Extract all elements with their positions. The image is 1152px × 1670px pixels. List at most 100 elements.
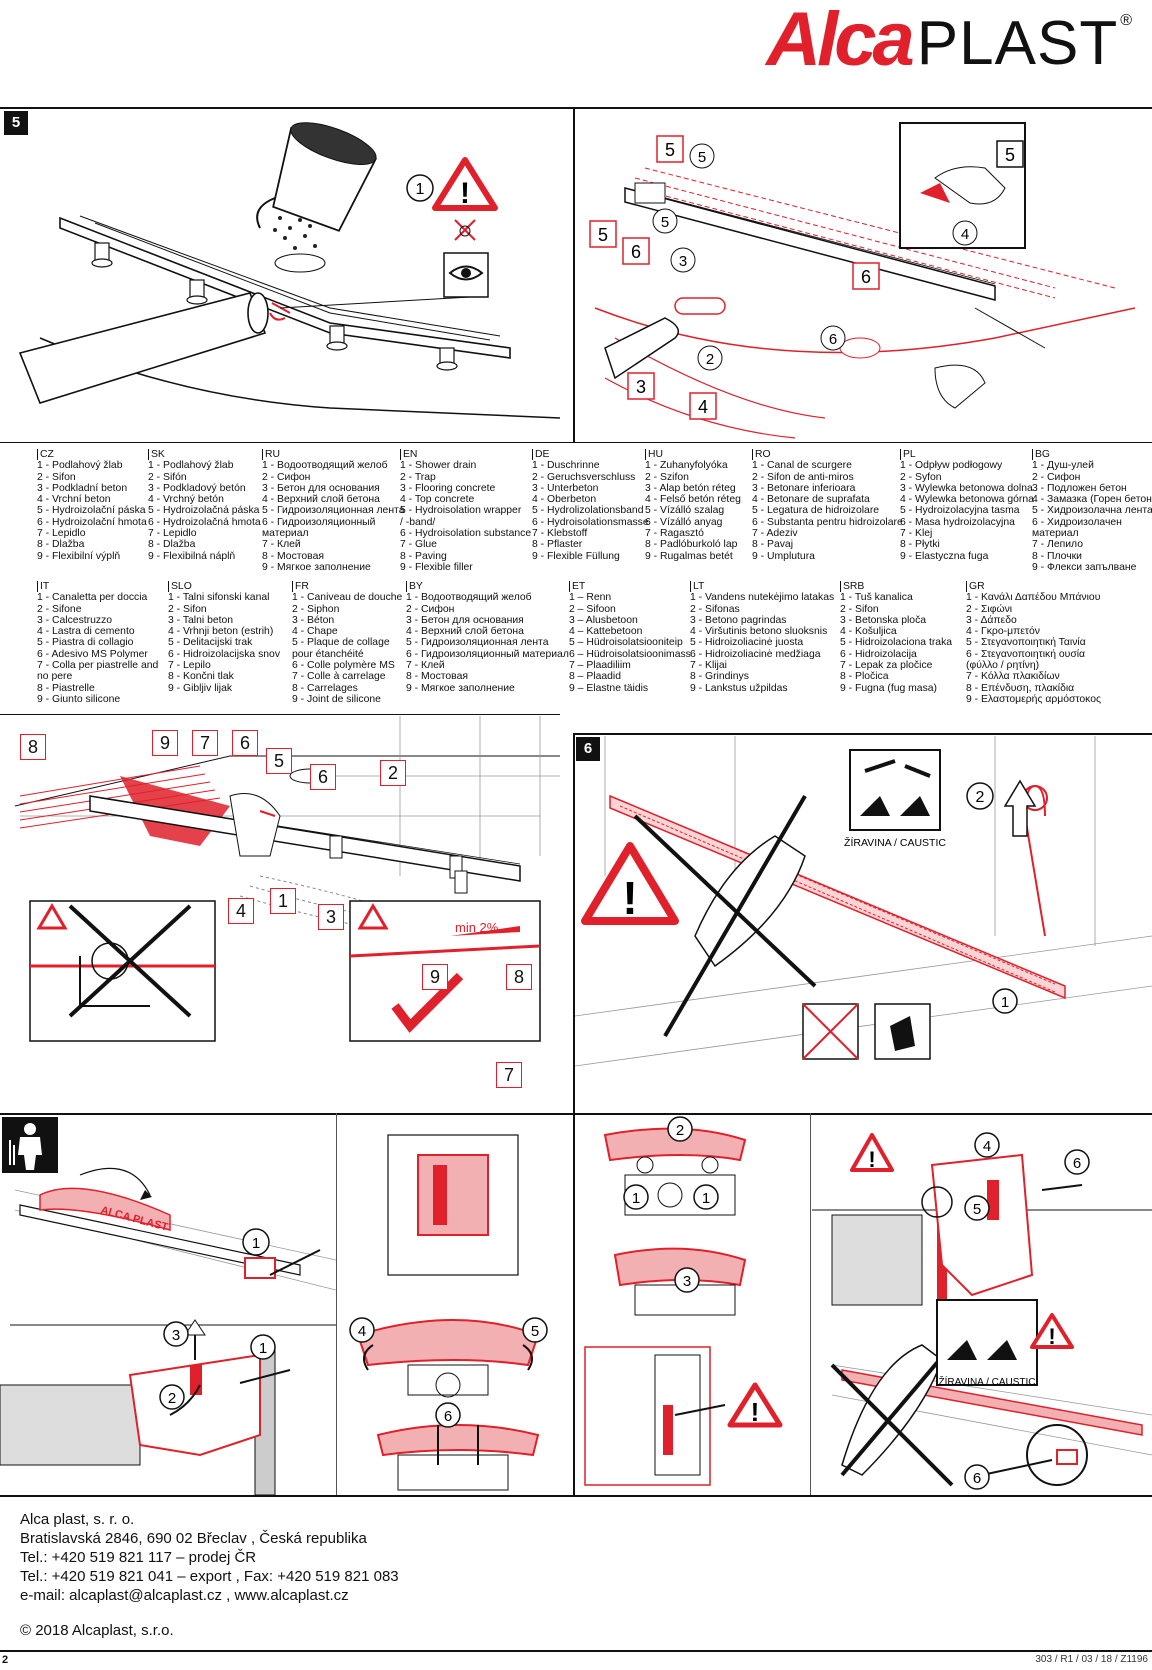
legend-item: 3 - Calcestruzzo [37, 614, 113, 626]
legend-item: 5 - Hydroizolační páska [37, 505, 146, 517]
svg-text:1: 1 [632, 1190, 640, 1207]
rule-3b [573, 733, 1152, 735]
legend-item: 1 - Zuhanyfolyóka [645, 460, 728, 472]
legend-code: DE [532, 449, 649, 461]
svg-text:5: 5 [665, 140, 675, 160]
panel-caustic-warning: ! ŽÍRAVINA / CAUSTIC 2 1 [575, 736, 1152, 1067]
legend-item: 1 - Canaletta per doccia [37, 592, 148, 604]
legend-item: 6 - Vízálló anyag [645, 516, 723, 528]
legend-item: 4 – Kattebetoon [569, 626, 643, 638]
caustic-label: ŽÍRAVINA / CAUSTIC [844, 836, 946, 849]
legend-item: 9 - Elastyczna fuga [900, 550, 989, 562]
legend-item: 2 - Сифон [406, 603, 455, 615]
legend-item: 4 - Wylewka betonowa górna [900, 494, 1034, 506]
svg-text:3: 3 [679, 253, 687, 270]
rule-4 [0, 1113, 1152, 1115]
legend-item: 7 - Glue [400, 539, 437, 551]
legend-item: 7 - Клей [262, 539, 301, 551]
legend-code: BG [1032, 449, 1152, 461]
legend-item: 9 - Flexible Füllung [532, 550, 620, 562]
legend-item: 8 - Мостовая [406, 671, 468, 683]
legend-item: 6 - Гидроизоляционный материал [406, 648, 569, 660]
legend-item: 4 - Košuljica [840, 626, 897, 638]
legend-item: 1 - Talni sifonski kanal [168, 592, 270, 604]
caustic-label-2: ŽÍRAVINA / CAUSTIC [938, 1375, 1035, 1388]
legend-item: 5 - Hydrolizolationsband [532, 505, 644, 517]
legend-item: 7 - Klebstoff [532, 528, 588, 540]
legend-item: / -band/ [400, 516, 436, 528]
callout-box: 8 [20, 734, 46, 760]
legend-item: 2 - Sifon [37, 471, 76, 483]
legend-item: 6 - Substanta pentru hidroizolare [752, 516, 903, 528]
legend-item: 6 - Στεγανοποιητική ουσία [966, 648, 1086, 660]
callout-box: 5 [266, 748, 292, 774]
svg-text:6: 6 [829, 331, 837, 348]
address-line-4: Tel.: +420 519 821 041 – export , Fax: +… [20, 1568, 399, 1585]
legend-item: 8 - Επένδυση, πλακίδια [966, 682, 1075, 694]
legend-item: 2 - Сифон [1032, 471, 1081, 483]
svg-text:5: 5 [698, 149, 706, 166]
legend-item: 9 - Giunto silicone [37, 693, 121, 705]
brand-logo: Alca PLAST ® [766, 2, 1132, 84]
svg-text:3: 3 [683, 1273, 691, 1290]
legend-item: 1 - Vandens nutekėjimo latakas [690, 592, 835, 604]
legend-item: 7 - Клей [406, 660, 445, 672]
legend-item: 9 - Fugna (fug masa) [840, 682, 938, 694]
callout-box: 3 [318, 904, 344, 930]
svg-text:1: 1 [702, 1190, 710, 1207]
callout-box: 6 [310, 764, 336, 790]
legend-code: PL [900, 449, 1034, 461]
rule-3a [0, 714, 560, 715]
legend-code: BY [406, 581, 569, 593]
svg-text:6: 6 [973, 1470, 981, 1487]
legend-item: no pere [37, 671, 73, 683]
legend-item: 8 - Мостовая [262, 550, 324, 562]
legend-item: 6 - Colle polymère MS [292, 660, 395, 672]
svg-text:!: ! [622, 872, 637, 924]
legend-item: 7 - Лепило [1032, 539, 1083, 551]
legend-item: 7 - Lepak za pločice [840, 660, 933, 672]
legend-item: 4 - Γκρο-μπετόν [966, 626, 1040, 638]
legend-item: 4 - Top concrete [400, 494, 475, 506]
legend-item: 2 - Sifon [840, 603, 879, 615]
rule-2 [0, 442, 1152, 443]
legend-item: 4 - Vrhnji beton (estrih) [168, 626, 274, 638]
panel-siphon-parts: 4 5 6 [349, 1134, 548, 1491]
legend-item: 8 - Плочки [1032, 550, 1082, 562]
legend-item: 2 - Сифон [262, 471, 311, 483]
svg-text:5: 5 [973, 1201, 981, 1218]
legend-item: 6 - Хидроизолачен [1032, 516, 1122, 528]
section-number-5: 5 [4, 111, 28, 135]
legend-item: 2 - Σιφώνι [966, 603, 1013, 615]
legend-item: 9 - Gibljiv lijak [168, 682, 233, 694]
legend-item: 9 - Flexible filler [400, 561, 473, 573]
svg-text:4: 4 [961, 226, 969, 243]
legend-item: 7 – Plaadiliim [569, 660, 631, 672]
legend-item: 3 - Betonare inferioara [752, 482, 856, 494]
legend-code: GR [966, 581, 1101, 593]
legend-item: 3 - Δάπεδο [966, 614, 1017, 626]
legend-code: CZ [37, 449, 147, 461]
legend-item: 2 - Syfon [900, 471, 942, 483]
svg-text:1: 1 [1001, 994, 1009, 1011]
divider-v5 [810, 1113, 811, 1495]
legend-item: 6 - Hydroizolační hmota [37, 516, 147, 528]
legend-item: 5 - Гидроизоляционная лента [262, 505, 405, 517]
legend-item: 3 - Подложен бетон [1032, 482, 1127, 494]
legend-item: 9 - Umplutura [752, 550, 815, 562]
callout-box: 1 [270, 888, 296, 914]
legend-item: 5 - Vízálló szalag [645, 505, 725, 517]
callout-box: 7 [496, 1062, 522, 1088]
legend-item: 6 - Hydroisolation substance [400, 528, 532, 540]
legend-item: 8 - Dlažba [37, 539, 85, 551]
warning-glyph: ! [460, 177, 470, 210]
legend-item: 6 - Гидроизоляционный [262, 516, 376, 528]
legend-code: SK [148, 449, 261, 461]
legend-item: материал [262, 528, 309, 540]
legend-item: 5 - Delitacijski trak [168, 637, 253, 649]
